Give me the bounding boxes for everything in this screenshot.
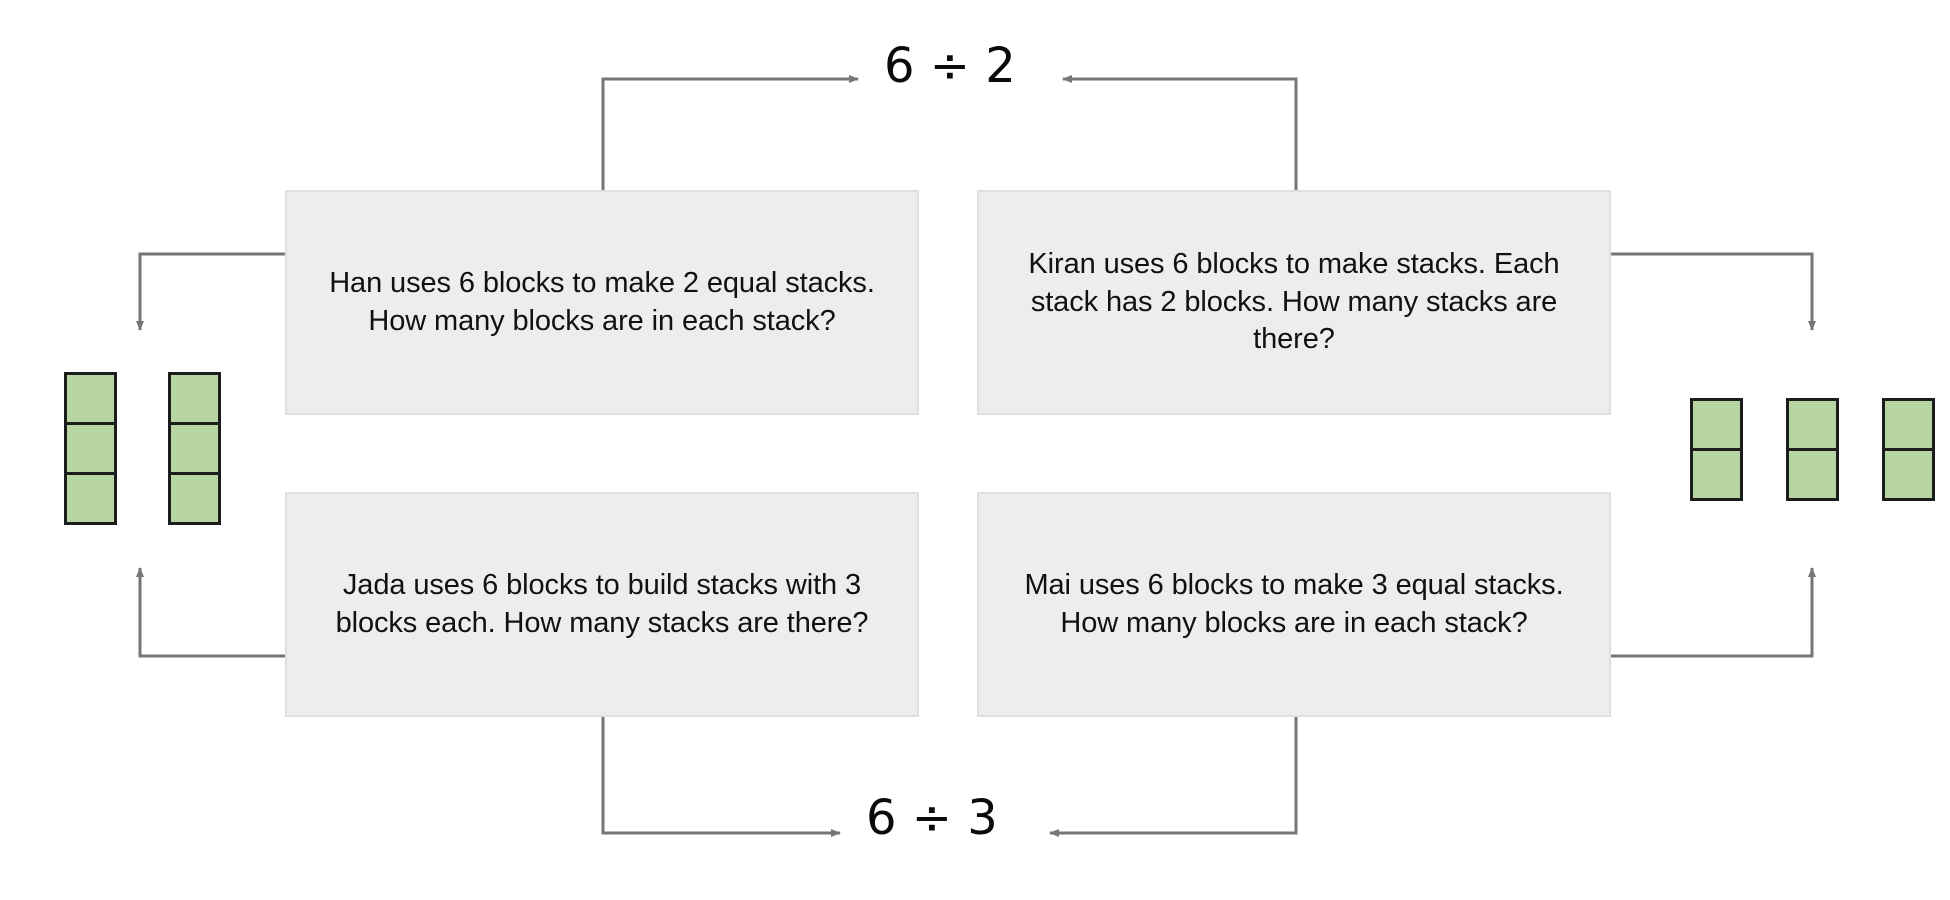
block bbox=[64, 372, 117, 425]
block-stack-left-2 bbox=[168, 372, 221, 525]
connector-jada-to-left-blocks bbox=[136, 567, 285, 658]
block bbox=[1690, 448, 1743, 501]
question-text-mai: Mai uses 6 blocks to make 3 equal stacks… bbox=[1024, 568, 1564, 639]
question-box-han: Han uses 6 blocks to make 2 equal stacks… bbox=[285, 190, 919, 415]
question-box-kiran: Kiran uses 6 blocks to make stacks. Each… bbox=[977, 190, 1611, 415]
block bbox=[1786, 448, 1839, 501]
block bbox=[64, 472, 117, 525]
block bbox=[168, 472, 221, 525]
connector-han-to-left-blocks bbox=[136, 252, 285, 331]
block bbox=[168, 372, 221, 425]
block bbox=[168, 422, 221, 475]
connector-kiran-to-right-blocks bbox=[1611, 252, 1816, 331]
connector-jada-to-eq-bottom bbox=[601, 717, 841, 837]
block-stack-right-2 bbox=[1786, 398, 1839, 501]
block-stack-right-1 bbox=[1690, 398, 1743, 501]
connector-kiran-to-eq-top bbox=[1062, 75, 1298, 190]
question-box-jada: Jada uses 6 blocks to build stacks with … bbox=[285, 492, 919, 717]
block bbox=[1690, 398, 1743, 451]
question-text-kiran: Kiran uses 6 blocks to make stacks. Each… bbox=[1028, 247, 1560, 356]
block bbox=[1882, 398, 1935, 451]
question-text-jada: Jada uses 6 blocks to build stacks with … bbox=[335, 568, 869, 639]
block bbox=[1882, 448, 1935, 501]
question-box-mai: Mai uses 6 blocks to make 3 equal stacks… bbox=[977, 492, 1611, 717]
connector-mai-to-eq-bottom bbox=[1049, 717, 1298, 837]
question-text-han: Han uses 6 blocks to make 2 equal stacks… bbox=[329, 266, 875, 337]
connector-mai-to-right-blocks bbox=[1611, 567, 1816, 658]
equation-label-bottom: 6 ÷ 3 bbox=[866, 790, 998, 846]
connector-han-to-eq-top bbox=[601, 75, 859, 190]
block-stack-left-1 bbox=[64, 372, 117, 525]
block bbox=[1786, 398, 1839, 451]
equation-label-top: 6 ÷ 2 bbox=[884, 38, 1016, 94]
block bbox=[64, 422, 117, 475]
block-stack-right-3 bbox=[1882, 398, 1935, 501]
